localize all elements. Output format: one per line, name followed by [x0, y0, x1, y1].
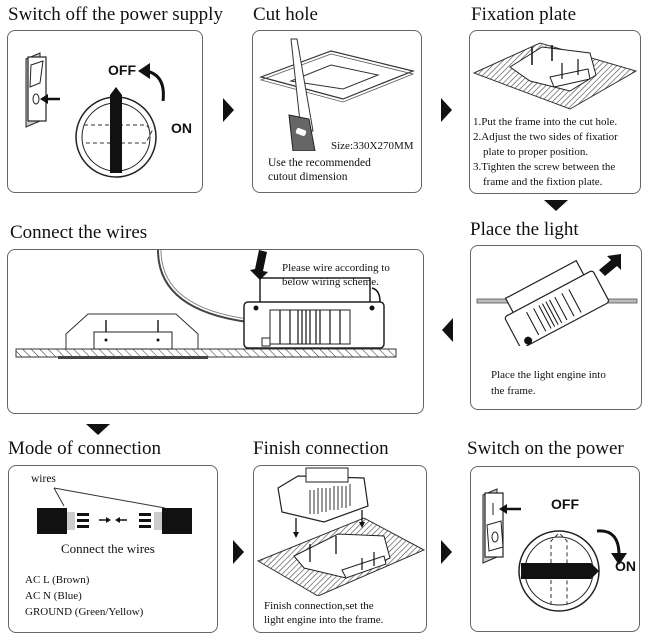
step-title-mode-connection: Mode of connection	[8, 438, 162, 459]
panel-switch-on: OFF ON	[470, 466, 640, 632]
on-label: ON	[615, 558, 636, 574]
ceiling-cutout-saw-icon	[259, 38, 415, 151]
panel-mode-connection: wires Connect the wires AC L (Brown) AC …	[8, 465, 218, 633]
flow-arrow-right-icon	[223, 98, 234, 122]
panel-switch-off: OFF ON	[7, 30, 203, 193]
step-title-finish-connection: Finish connection	[253, 438, 389, 459]
wire-legend-ac-l: AC L (Brown)	[25, 574, 90, 586]
finish-desc-line2: light engine into the frame.	[264, 614, 384, 626]
step-title-switch-off: Switch off the power supply	[8, 4, 223, 25]
off-label: OFF	[108, 62, 136, 78]
flow-arrow-right-icon	[441, 98, 452, 122]
place-light-desc-line2: the frame.	[491, 385, 536, 397]
flow-arrow-left-icon	[442, 318, 453, 342]
panel-place-light: Place the light engine into the frame.	[470, 245, 642, 410]
place-light-engine-diagram	[476, 254, 638, 346]
step-title-place-light: Place the light	[470, 219, 579, 240]
flow-arrow-down-icon	[86, 424, 110, 435]
place-light-desc-line1: Place the light engine into	[491, 369, 606, 381]
wires-label: wires	[31, 473, 56, 485]
panel-finish-connection: Finish connection,set the light engine i…	[253, 465, 427, 633]
rotary-dial-off-icon	[75, 63, 165, 178]
step-title-switch-on: Switch on the power	[467, 438, 624, 459]
flow-arrow-right-icon	[233, 540, 244, 564]
finish-connection-diagram	[256, 467, 426, 596]
on-label: ON	[171, 120, 192, 136]
cut-hole-desc-line2: cutout dimension	[268, 171, 348, 183]
rocker-switch-icon	[25, 52, 60, 128]
cut-hole-desc-line1: Use the recommended	[268, 157, 371, 169]
flow-arrow-down-icon	[544, 200, 568, 211]
fixation-step-3: 3.Tighten the screw between the	[473, 161, 616, 173]
finish-desc-line1: Finish connection,set the	[264, 600, 374, 612]
fixation-step-3-cont: frame and the fixtion plate.	[483, 176, 603, 188]
wiring-note-line2: below wiring scheme.	[282, 276, 379, 288]
step-title-connect-wires: Connect the wires	[10, 222, 148, 243]
cutout-size-label: Size:330X270MM	[331, 140, 414, 152]
panel-fixation-plate: 1.Put the frame into the cut hole. 2.Adj…	[469, 30, 641, 194]
wire-legend-ac-n: AC N (Blue)	[25, 590, 82, 602]
panel-cut-hole: Size:330X270MM Use the recommended cutou…	[252, 30, 422, 193]
rocker-switch-on-icon	[482, 488, 521, 564]
fixation-plate-diagram	[472, 42, 638, 110]
fixation-step-2: 2.Adjust the two sides of fixatior	[473, 131, 618, 143]
fixation-step-2-cont: plate to proper position.	[483, 146, 589, 158]
rotary-dial-on-icon	[518, 529, 627, 612]
flow-arrow-right-icon	[441, 540, 452, 564]
off-label: OFF	[551, 496, 579, 512]
wiring-note-line1: Please wire according to	[282, 262, 390, 274]
wire-connector-diagram	[37, 487, 192, 534]
wiring-side-view-diagram	[15, 250, 397, 359]
connect-wires-caption: Connect the wires	[61, 541, 155, 556]
fixation-step-1: 1.Put the frame into the cut hole.	[473, 116, 618, 128]
step-title-cut-hole: Cut hole	[253, 4, 318, 25]
panel-connect-wires: Please wire according to below wiring sc…	[7, 249, 424, 414]
wire-legend-ground: GROUND (Green/Yellow)	[25, 606, 144, 618]
step-title-fixation-plate: Fixation plate	[471, 4, 577, 25]
